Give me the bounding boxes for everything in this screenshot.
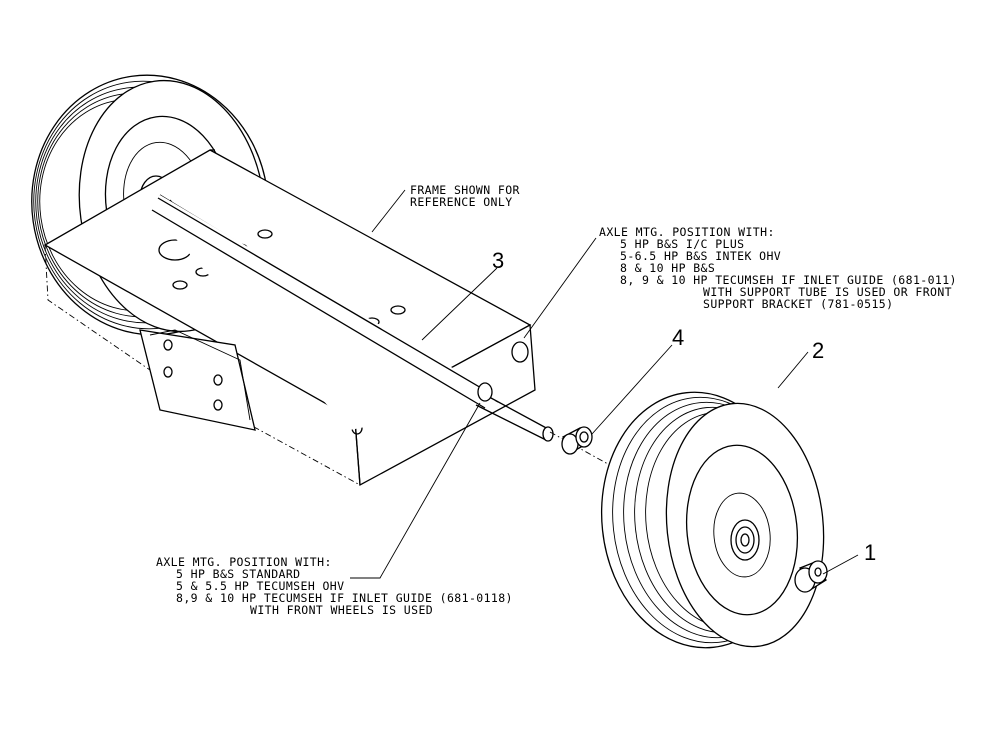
upper-note: AXLE MTG. POSITION WITH: 5 HP B&S I/C PL… (599, 225, 957, 311)
hub-cap (794, 560, 828, 593)
upper-note-title: AXLE MTG. POSITION WITH: (599, 225, 775, 239)
lower-note-line-1: 5 HP B&S STANDARD (176, 567, 301, 581)
upper-note-line-2: 5-6.5 HP B&S INTEK OHV (620, 249, 781, 263)
lower-note-line-3: 8,9 & 10 HP TECUMSEH IF INLET GUIDE (681… (176, 591, 513, 605)
frame-note-line-1: FRAME SHOWN FOR (410, 183, 520, 197)
lower-note-line-4: WITH FRONT WHEELS IS USED (250, 603, 433, 617)
leader-lines (350, 189, 859, 579)
frame-note: FRAME SHOWN FOR REFERENCE ONLY (410, 183, 520, 209)
spacer (561, 426, 593, 455)
callout-2: 2 (812, 338, 824, 363)
lower-note-title: AXLE MTG. POSITION WITH: (156, 555, 332, 569)
upper-note-line-5: WITH SUPPORT TUBE IS USED OR FRONT (703, 285, 952, 299)
callout-1: 1 (864, 540, 876, 565)
axle (145, 194, 801, 571)
upper-note-line-4: 8, 9 & 10 HP TECUMSEH IF INLET GUIDE (68… (620, 273, 957, 287)
upper-note-line-3: 8 & 10 HP B&S (620, 261, 715, 275)
callout-4: 4 (672, 325, 684, 350)
upper-note-line-6: SUPPORT BRACKET (781-0515) (703, 297, 893, 311)
right-wheel (600, 391, 825, 649)
upper-note-line-1: 5 HP B&S I/C PLUS (620, 237, 745, 251)
lower-note: AXLE MTG. POSITION WITH: 5 HP B&S STANDA… (156, 555, 513, 617)
callout-3: 3 (492, 248, 504, 273)
frame-note-line-2: REFERENCE ONLY (410, 195, 513, 209)
callout-labels: 1 2 3 4 (492, 248, 876, 565)
lower-note-line-2: 5 & 5.5 HP TECUMSEH OHV (176, 579, 344, 593)
